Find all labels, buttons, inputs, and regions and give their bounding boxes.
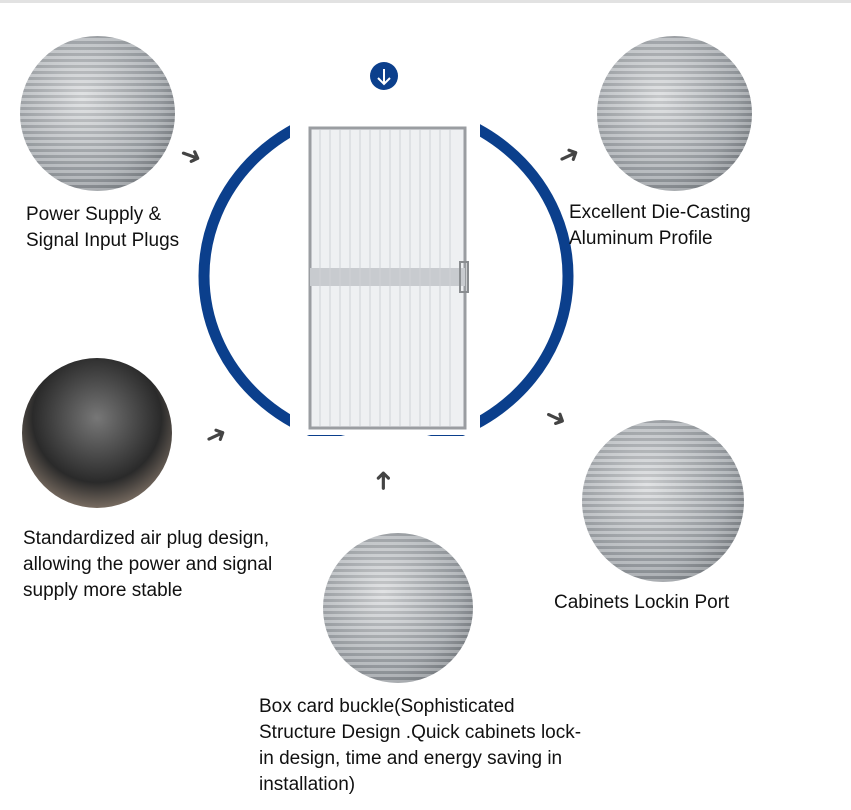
led-panel-image: [308, 126, 469, 430]
box-buckle-label: Box card buckle(Sophisticated Structure …: [259, 696, 582, 795]
lockin-port-photo: [582, 420, 744, 582]
power-plug-photo: [20, 36, 175, 191]
air-plug-photo: [22, 358, 172, 508]
die-casting-label: Excellent Die-Casting Aluminum Profile: [569, 202, 751, 249]
panel-strips: [319, 130, 451, 426]
lockin-port-label: Cabinets Lockin Port: [554, 592, 730, 613]
top-divider: [0, 0, 851, 3]
box-buckle-photo: [323, 533, 473, 683]
power-supply-label: Power Supply & Signal Input Plugs: [26, 204, 180, 251]
air-plug-label: Standardized air plug design, allowing t…: [23, 528, 273, 601]
die-casting-photo: [597, 36, 752, 191]
arrow-icon: ➜: [367, 469, 398, 492]
